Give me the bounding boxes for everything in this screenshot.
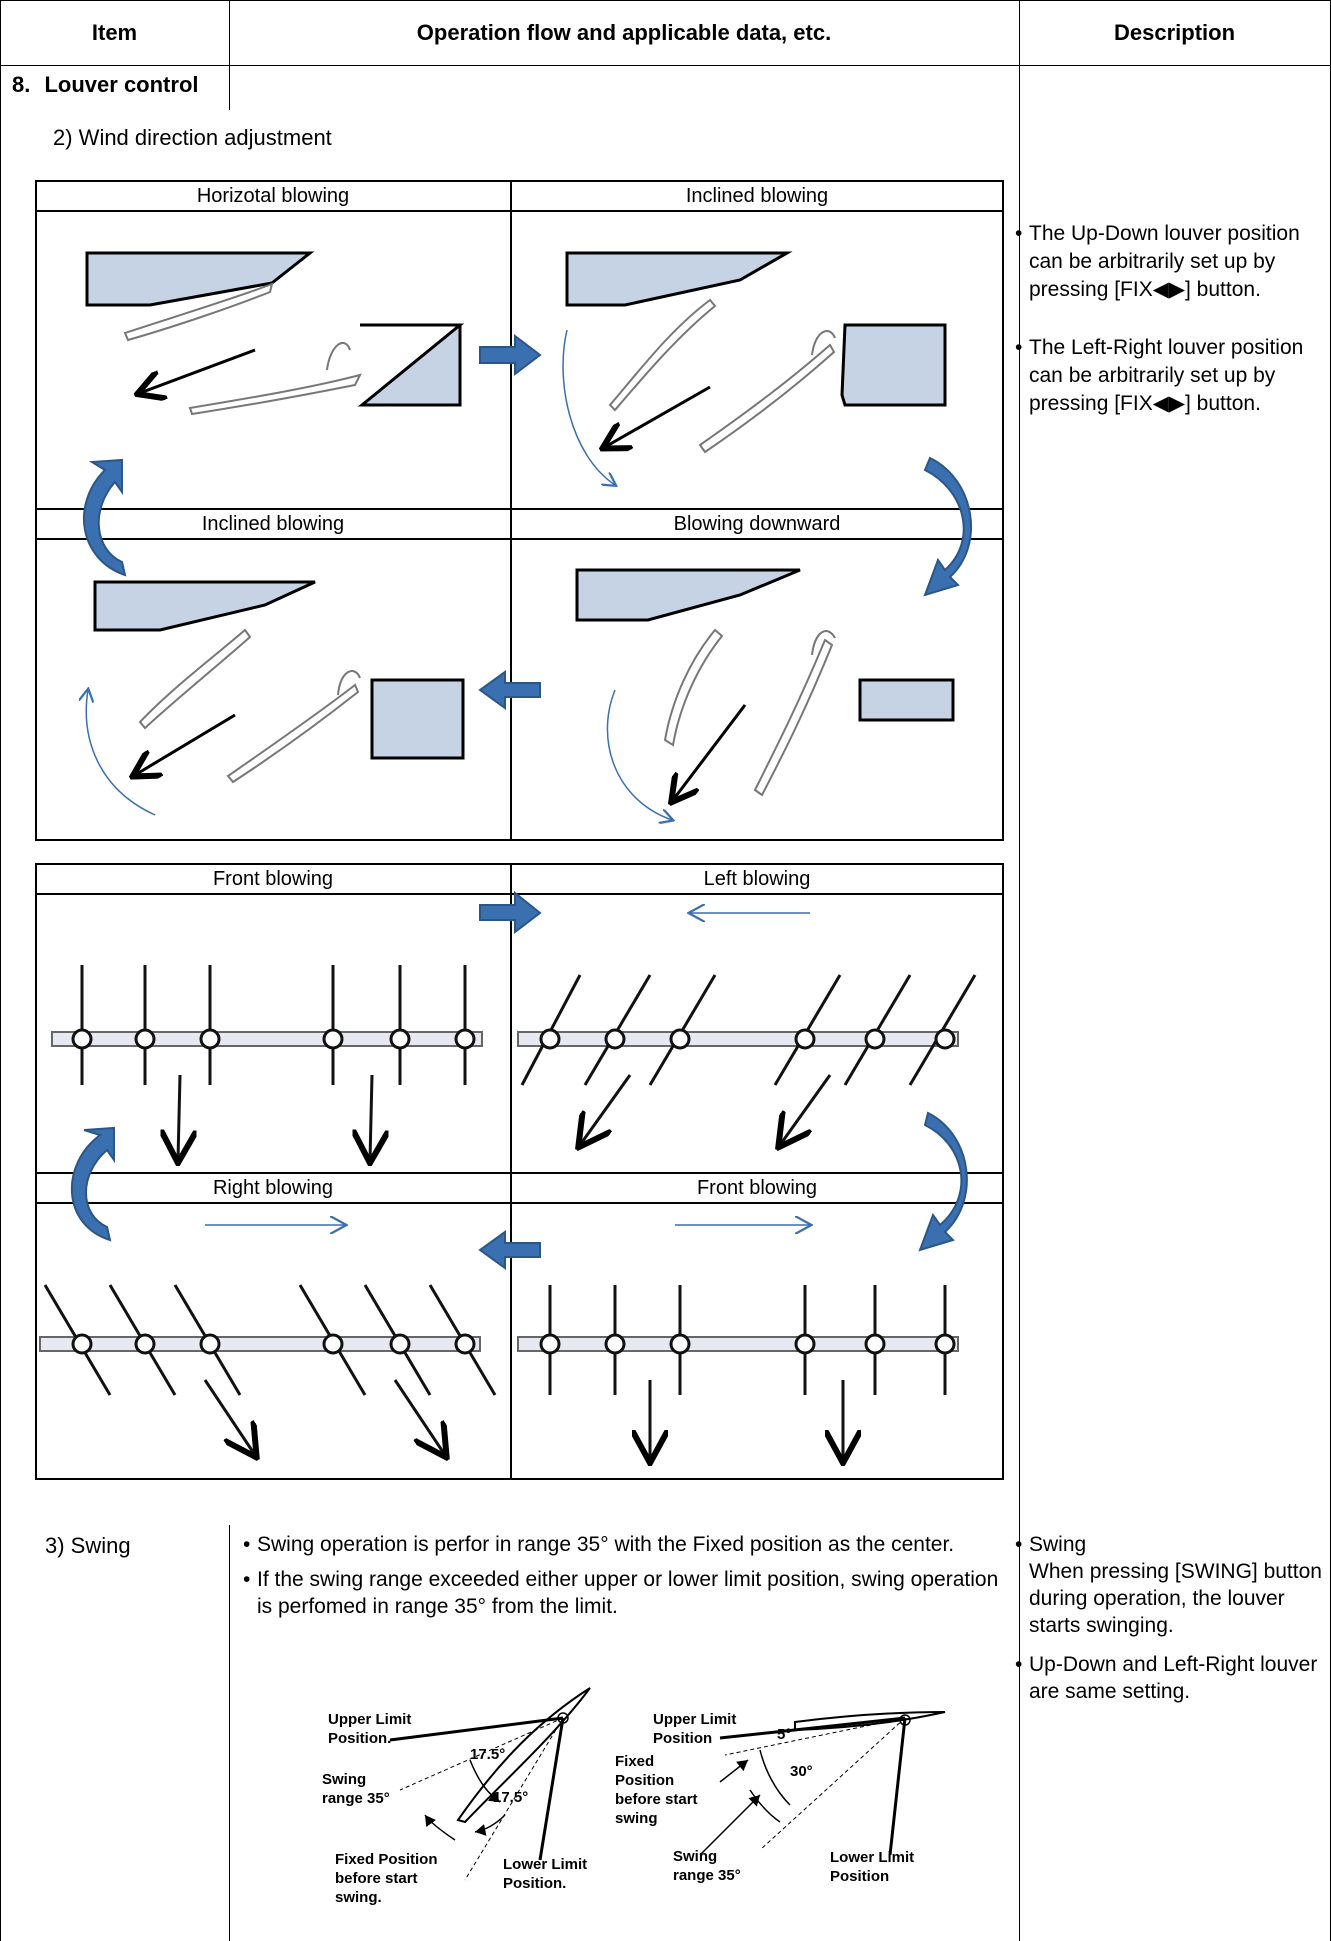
panel-horizontal-art (85, 251, 465, 416)
swing-bullets: •Swing operation is perfor in range 35° … (243, 1531, 1003, 1620)
right-upper-limit-label: Upper Limit Position (653, 1711, 737, 1747)
right-swing-range-label: Swing range 35° (673, 1848, 741, 1884)
swing-bullet-2: •If the swing range exceeded either uppe… (243, 1568, 999, 1618)
transition-arrows-updown (83, 333, 972, 710)
vanes-left (520, 913, 977, 1145)
panel-title-horizontal: Horizotal blowing (36, 182, 510, 212)
upper-louver-shape (123, 282, 274, 342)
panel-title-right: Right blowing (36, 1174, 510, 1204)
section-title: 8. Louver control (12, 72, 199, 98)
panel-title-inclined-1: Inclined blowing (512, 182, 1002, 212)
header-operation: Operation flow and applicable data, etc. (416, 19, 832, 45)
col-divider-item-swing (229, 1525, 230, 1941)
swing-description-text: When pressing [SWING] button during oper… (1029, 1560, 1322, 1637)
left-angle-bottom-label: 17.5° (493, 1789, 529, 1806)
panel-title-left: Left blowing (512, 865, 1002, 895)
header-bottom-border (0, 65, 1331, 66)
louver-rails (39, 1031, 959, 1352)
top-wedge-shape (85, 251, 315, 307)
right-angle-large-label: 30° (790, 1763, 813, 1780)
leftright-grid-hdivider (35, 1172, 1004, 1174)
updown-grid-hdivider (35, 508, 1004, 510)
airflow-arrow (140, 348, 256, 393)
section-name: Louver control (44, 72, 199, 97)
right-fixed-position-label: Fixed Position before start swing (615, 1753, 698, 1827)
header-description: Description (1113, 19, 1236, 45)
updown-grid (35, 180, 1004, 841)
swing-diagram-right (699, 1711, 946, 1856)
panel-title-front-1: Front blowing (36, 865, 510, 895)
panel-inclined2-art (86, 580, 465, 816)
bottom-wedge-shape (357, 323, 465, 407)
right-lower-limit-label: Lower Limit Position (830, 1849, 915, 1885)
section-number: 8. (12, 72, 31, 97)
panel-inclined-art (562, 251, 947, 485)
transition-arrows-leftright (70, 890, 968, 1270)
left-angle-top-label: 17.5° (470, 1746, 506, 1763)
panel-title-downward: Blowing downward (512, 510, 1002, 540)
vanes-right (43, 1225, 497, 1455)
left-upper-limit-label: Upper Limit Position. (328, 1711, 412, 1747)
lower-louver-shape (188, 373, 362, 416)
left-fixed-position-label: Fixed Position before start swing. (335, 1851, 438, 1906)
right-angle-small-label: 5° (777, 1726, 792, 1743)
left-swing-range-label: Swing range 35° (322, 1771, 390, 1807)
table-top-border (0, 0, 1331, 1)
col-divider-item (229, 0, 230, 110)
swing-diagram-left (389, 1687, 591, 1881)
description-panel: •The Up-Down louver position can be arbi… (1015, 220, 1325, 448)
panel-title-front-2: Front blowing (512, 1174, 1002, 1204)
vanes-front-2 (539, 1225, 956, 1460)
description-bullet-leftright: •The Left-Right louver position can be a… (1015, 336, 1304, 415)
swing-label: 3) Swing (45, 1533, 131, 1558)
left-lower-limit-label: Lower Limit Position. (503, 1856, 588, 1892)
wind-direction-heading: 2) Wind direction adjustment (53, 125, 332, 150)
updown-grid-vdivider (510, 180, 512, 841)
panel-title-inclined-2: Inclined blowing (36, 510, 510, 540)
panel-downward-art (575, 568, 955, 820)
header-item: Item (91, 19, 138, 45)
leftright-grid-vdivider (510, 863, 512, 1480)
swing-bullet-1: •Swing operation is perfor in range 35° … (243, 1533, 955, 1556)
table-left-border (0, 0, 1, 1941)
vanes-front-1 (71, 965, 476, 1160)
swing-description: •Swing When pressing [SWING] button duri… (1015, 1531, 1325, 1705)
col-divider-description (1019, 0, 1020, 1941)
description-bullet-updown: •The Up-Down louver position can be arbi… (1015, 222, 1300, 301)
swing-description-bullet: •Swing (1015, 1533, 1087, 1556)
swing-description-bullet-2: •Up-Down and Left-Right louver are same … (1015, 1653, 1318, 1703)
leftright-grid (35, 863, 1004, 1480)
